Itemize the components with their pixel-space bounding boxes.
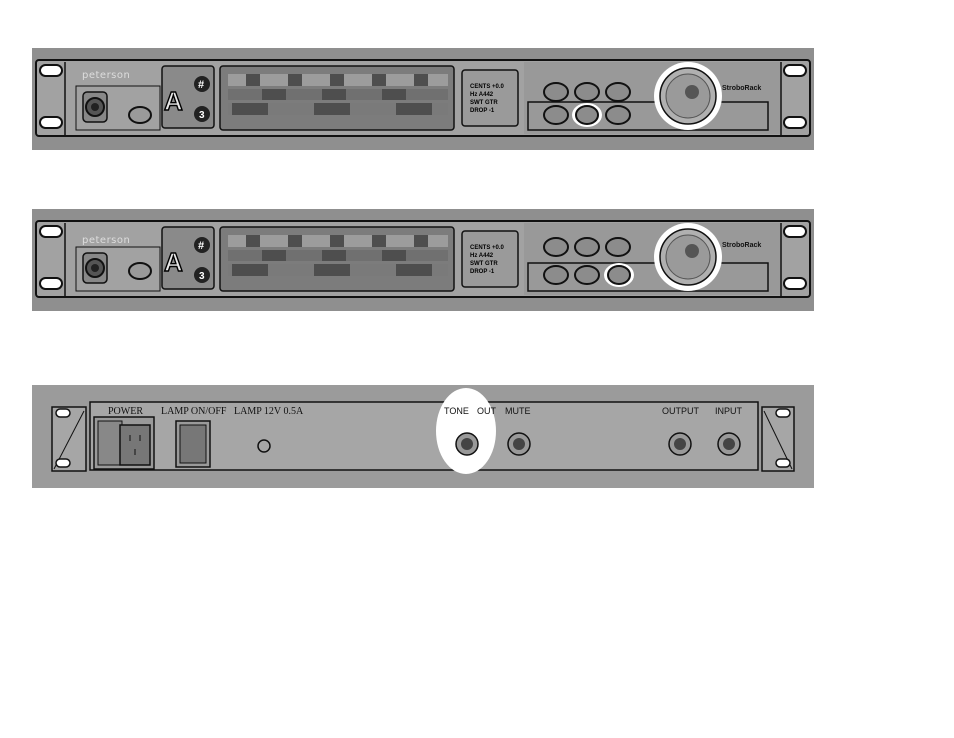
- mute-label: MUTE: [505, 406, 531, 416]
- front-panel-1-drawing: peterson A # 3: [35, 59, 811, 137]
- lcd-screen: [461, 69, 519, 127]
- product-logo: StroboRack: [722, 242, 761, 249]
- lamp-socket[interactable]: [257, 439, 271, 453]
- mode-button-bottom-middle[interactable]: [574, 265, 600, 285]
- controls-area: [524, 223, 780, 295]
- octave-badge: [194, 106, 210, 122]
- lcd-line-1: CENTS +0.0: [470, 84, 505, 90]
- front-panel-2: peterson A # 3: [32, 209, 814, 311]
- input-jack[interactable]: [717, 432, 741, 456]
- output-label: OUTPUT: [662, 406, 699, 416]
- mode-button-bottom-right[interactable]: [605, 105, 631, 125]
- brand-logo: peterson: [82, 70, 130, 81]
- lcd-line-1: CENTS +0.0: [470, 245, 505, 251]
- rear-panel-drawing: [51, 388, 795, 474]
- rear-panel: POWER LAMP ON/OFF LAMP 12V 0.5A TONE OUT…: [32, 385, 814, 488]
- lcd-line-4: DROP -1: [470, 269, 495, 275]
- lcd-line-3: SWT GTR: [470, 261, 498, 267]
- lcd-line-2: Hz A442: [470, 92, 494, 98]
- highlight-circle: [436, 388, 496, 474]
- tuning-knob[interactable]: [654, 62, 722, 130]
- mode-button-top-left[interactable]: [543, 82, 569, 102]
- octave-number: 3: [199, 271, 205, 282]
- front-input-jack[interactable]: [82, 91, 108, 123]
- tuning-knob[interactable]: [654, 223, 722, 291]
- octave-number: 3: [199, 110, 205, 121]
- power-button[interactable]: [128, 106, 152, 124]
- lamp-socket-label: LAMP 12V 0.5A: [234, 406, 304, 417]
- accidental-badge: [194, 237, 210, 253]
- controls-area: [524, 62, 780, 134]
- octave-badge: [194, 267, 210, 283]
- accidental-badge: [194, 76, 210, 92]
- mode-button-bottom-left[interactable]: [543, 105, 569, 125]
- out-label: OUT: [477, 406, 496, 416]
- mute-jack[interactable]: [507, 432, 531, 456]
- lcd-line-2: Hz A442: [470, 253, 494, 259]
- strobe-display: [219, 65, 455, 131]
- mode-button-bottom-right[interactable]: [607, 265, 631, 285]
- front-input-jack[interactable]: [82, 252, 108, 284]
- note-letter: A: [164, 86, 183, 116]
- input-label: INPUT: [715, 406, 742, 416]
- power-label: POWER: [108, 406, 143, 417]
- mode-button-top-middle[interactable]: [574, 237, 600, 257]
- brand-logo: peterson: [82, 235, 130, 246]
- lamp-switch-label: LAMP ON/OFF: [161, 406, 227, 417]
- strobe-display: [219, 226, 455, 292]
- power-inlet[interactable]: [93, 416, 155, 470]
- rack-ear-left: [39, 62, 66, 135]
- rack-ear-right: [780, 223, 807, 296]
- front-panel-2-drawing: peterson A # 3: [35, 220, 811, 298]
- tone-out-jack[interactable]: [455, 432, 479, 456]
- mode-button-top-middle[interactable]: [574, 82, 600, 102]
- tone-label: TONE: [444, 406, 469, 416]
- lcd-screen: [461, 230, 519, 288]
- rack-ear-right: [780, 62, 807, 135]
- note-letter: A: [164, 247, 183, 277]
- rack-ear-right: [761, 406, 795, 472]
- product-logo: StroboRack: [722, 85, 761, 92]
- mode-button-top-left[interactable]: [543, 237, 569, 257]
- mode-button-bottom-middle[interactable]: [575, 105, 599, 125]
- lamp-switch[interactable]: [175, 420, 211, 468]
- output-jack[interactable]: [668, 432, 692, 456]
- accidental-symbol: #: [198, 79, 204, 91]
- lcd-line-4: DROP -1: [470, 108, 495, 114]
- power-button[interactable]: [128, 262, 152, 280]
- rack-ear-left: [39, 223, 66, 296]
- accidental-symbol: #: [198, 240, 204, 252]
- front-panel-1: peterson A # 3: [32, 48, 814, 150]
- mode-button-top-right[interactable]: [605, 237, 631, 257]
- lcd-line-3: SWT GTR: [470, 100, 498, 106]
- rack-ear-left: [51, 406, 87, 472]
- mode-button-top-right[interactable]: [605, 82, 631, 102]
- mode-button-bottom-left[interactable]: [543, 265, 569, 285]
